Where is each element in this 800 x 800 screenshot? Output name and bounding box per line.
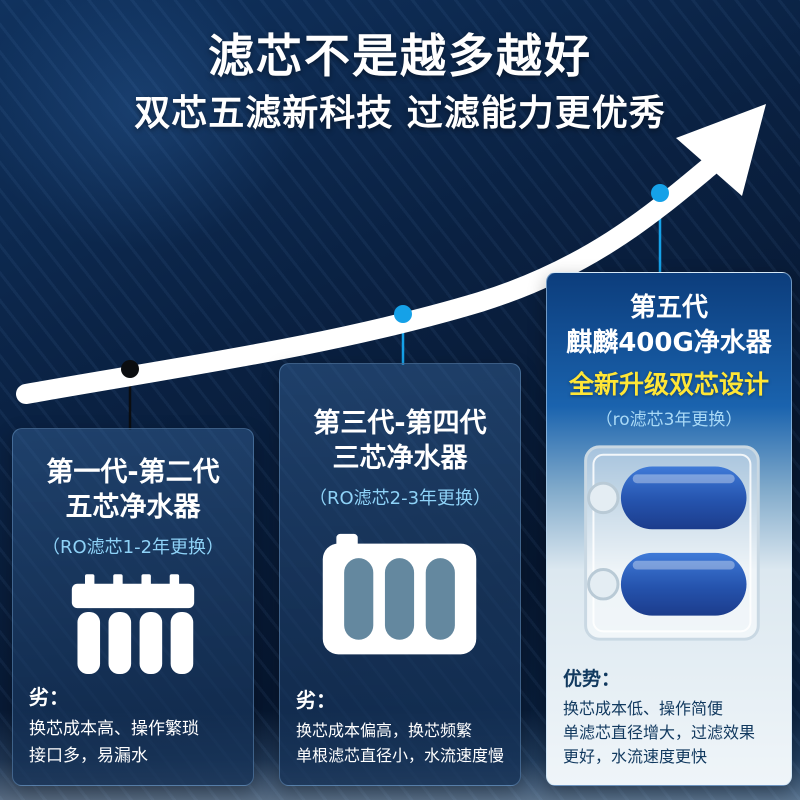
five-filter-purifier-icon xyxy=(53,574,213,680)
card2-title-line2: 三芯净水器 xyxy=(332,443,468,475)
card2-replacement-note: （RO滤芯2-3年更换） xyxy=(308,488,492,510)
card2-verdict: 劣： 换芯成本偏高，换芯频繁 单根滤芯直径小，水流速度慢 xyxy=(280,684,520,785)
card1-verdict-label: 劣： xyxy=(29,685,69,710)
page-subtitle: 双芯五滤新科技 过滤能力更优秀 xyxy=(134,93,666,134)
five-filter-purifier-svg xyxy=(71,574,195,675)
dual-filter-product-image xyxy=(556,441,782,649)
card1-title: 第一代-第二代 五芯净水器 xyxy=(46,455,219,525)
card3-verdict-line: 更好，水流速度更快 xyxy=(563,747,708,766)
card2-verdict-line: 单根滤芯直径小，水流速度慢 xyxy=(296,746,505,766)
generation-card-1-2: 第一代-第二代 五芯净水器 （RO滤芯1-2年更换） 劣： 换芯成本高、操作繁琐… xyxy=(12,428,254,786)
three-filter-purifier-icon xyxy=(315,533,485,663)
card3-highlight: 全新升级双芯设计 xyxy=(568,370,769,400)
card2-verdict-line: 换芯成本偏高，换芯频繁 xyxy=(296,721,473,741)
card3-title-line1: 第五代 xyxy=(629,293,708,323)
card3-title: 第五代 麒麟400G净水器 xyxy=(566,291,772,361)
card1-replacement-note: （RO滤芯1-2年更换） xyxy=(41,537,225,559)
card3-replacement-note: （ro滤芯3年更换） xyxy=(595,410,743,431)
card3-verdict-label: 优势： xyxy=(563,668,621,690)
dual-filter-product-svg xyxy=(584,445,760,641)
card3-verdict: 优势： 换芯成本低、操作简便 单滤芯直径增大，过滤效果 更好，水流速度更快 xyxy=(547,664,791,785)
card3-title-line2: 麒麟400G净水器 xyxy=(566,328,772,359)
generation-card-3-4: 第三代-第四代 三芯净水器 （RO滤芯2-3年更换） 劣： 换芯成本偏高，换芯频… xyxy=(279,363,521,786)
card1-verdict-line: 接口多，易漏水 xyxy=(29,745,148,766)
card1-verdict-line: 换芯成本高、操作繁琐 xyxy=(29,719,199,740)
card2-verdict-label: 劣： xyxy=(296,688,336,713)
page-title: 滤芯不是越多越好 xyxy=(208,29,592,83)
card1-title-line1: 第一代-第二代 xyxy=(46,457,220,488)
card2-title-line1: 第三代-第四代 xyxy=(313,408,487,439)
card3-verdict-line: 单滤芯直径增大，过滤效果 xyxy=(563,723,756,742)
generation-card-5: 第五代 麒麟400G净水器 全新升级双芯设计 （ro滤芯3年更换） xyxy=(546,272,792,786)
three-filter-purifier-svg xyxy=(322,534,477,655)
card1-title-line2: 五芯净水器 xyxy=(65,492,201,524)
card2-title: 第三代-第四代 三芯净水器 xyxy=(313,406,486,476)
card3-verdict-line: 换芯成本低、操作简便 xyxy=(563,699,724,718)
card1-verdict: 劣： 换芯成本高、操作繁琐 接口多，易漏水 xyxy=(13,681,253,785)
